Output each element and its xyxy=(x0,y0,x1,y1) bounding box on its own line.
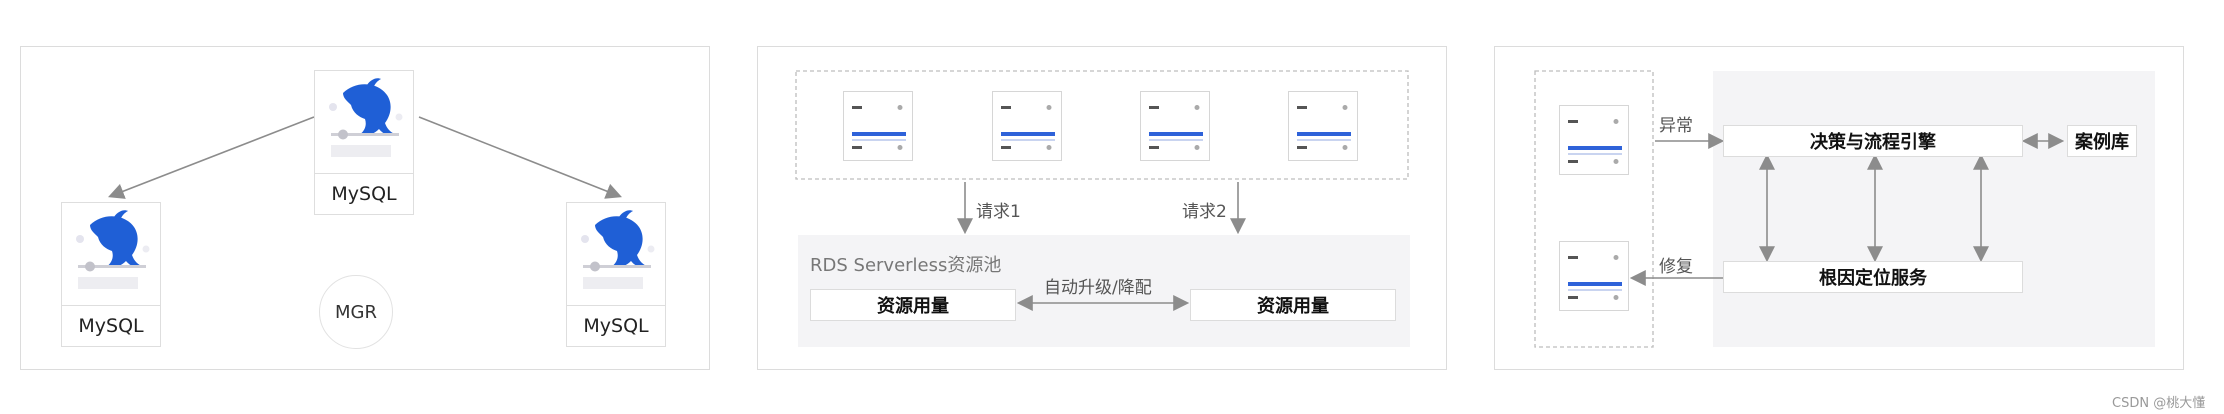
pool-title: RDS Serverless资源池 xyxy=(810,255,1002,276)
server-icon xyxy=(843,91,913,161)
mysql-label: MySQL xyxy=(567,305,665,346)
mysql-node-left: MySQL xyxy=(61,202,161,347)
anomaly-label: 异常 xyxy=(1659,116,1693,136)
request1-label: 请求1 xyxy=(976,202,1021,222)
mysql-dolphin-icon xyxy=(581,210,655,289)
request2-label: 请求2 xyxy=(1182,202,1227,222)
mysql-node-top: MySQL xyxy=(314,70,414,215)
server-icon xyxy=(992,91,1062,161)
case-library-box: 案例库 xyxy=(2067,125,2137,157)
mysql-node-right: MySQL xyxy=(566,202,666,347)
arrow-top-to-left xyxy=(108,116,315,199)
serverless-panel: 请求1 请求2 RDS Serverless资源池 自动升级/降配 资源用量 资… xyxy=(757,46,1447,370)
repair-label: 修复 xyxy=(1659,257,1693,277)
mgr-badge: MGR xyxy=(319,275,393,349)
watermark: CSDN @桃大懂 xyxy=(2112,396,2206,411)
autonomy-panel: 异常 修复 决策与流程引擎 案例库 根因定位服务 xyxy=(1494,46,2184,370)
root-cause-box: 根因定位服务 xyxy=(1723,261,2023,293)
resource-usage-right: 资源用量 xyxy=(1190,289,1396,321)
decision-engine-box: 决策与流程引擎 xyxy=(1723,125,2023,157)
server-icon xyxy=(1140,91,1210,161)
server-icon xyxy=(1559,105,1629,175)
autonomy-lines xyxy=(1534,70,2155,348)
mysql-dolphin-icon xyxy=(76,210,150,289)
instance-group-border xyxy=(1534,70,1654,348)
server-group-border xyxy=(795,70,1409,180)
mgr-panel: MySQL MySQL MySQL MGR xyxy=(20,46,710,370)
arrow-top-to-right xyxy=(418,116,622,199)
service-area xyxy=(1713,71,2155,347)
server-icon xyxy=(1288,91,1358,161)
server-icon xyxy=(1559,241,1629,311)
resource-usage-left: 资源用量 xyxy=(810,289,1016,321)
mysql-label: MySQL xyxy=(315,173,413,214)
mgr-arrows xyxy=(108,116,622,199)
mysql-dolphin-icon xyxy=(329,78,403,157)
mysql-label: MySQL xyxy=(62,305,160,346)
scale-label: 自动升级/降配 xyxy=(1044,278,1152,298)
